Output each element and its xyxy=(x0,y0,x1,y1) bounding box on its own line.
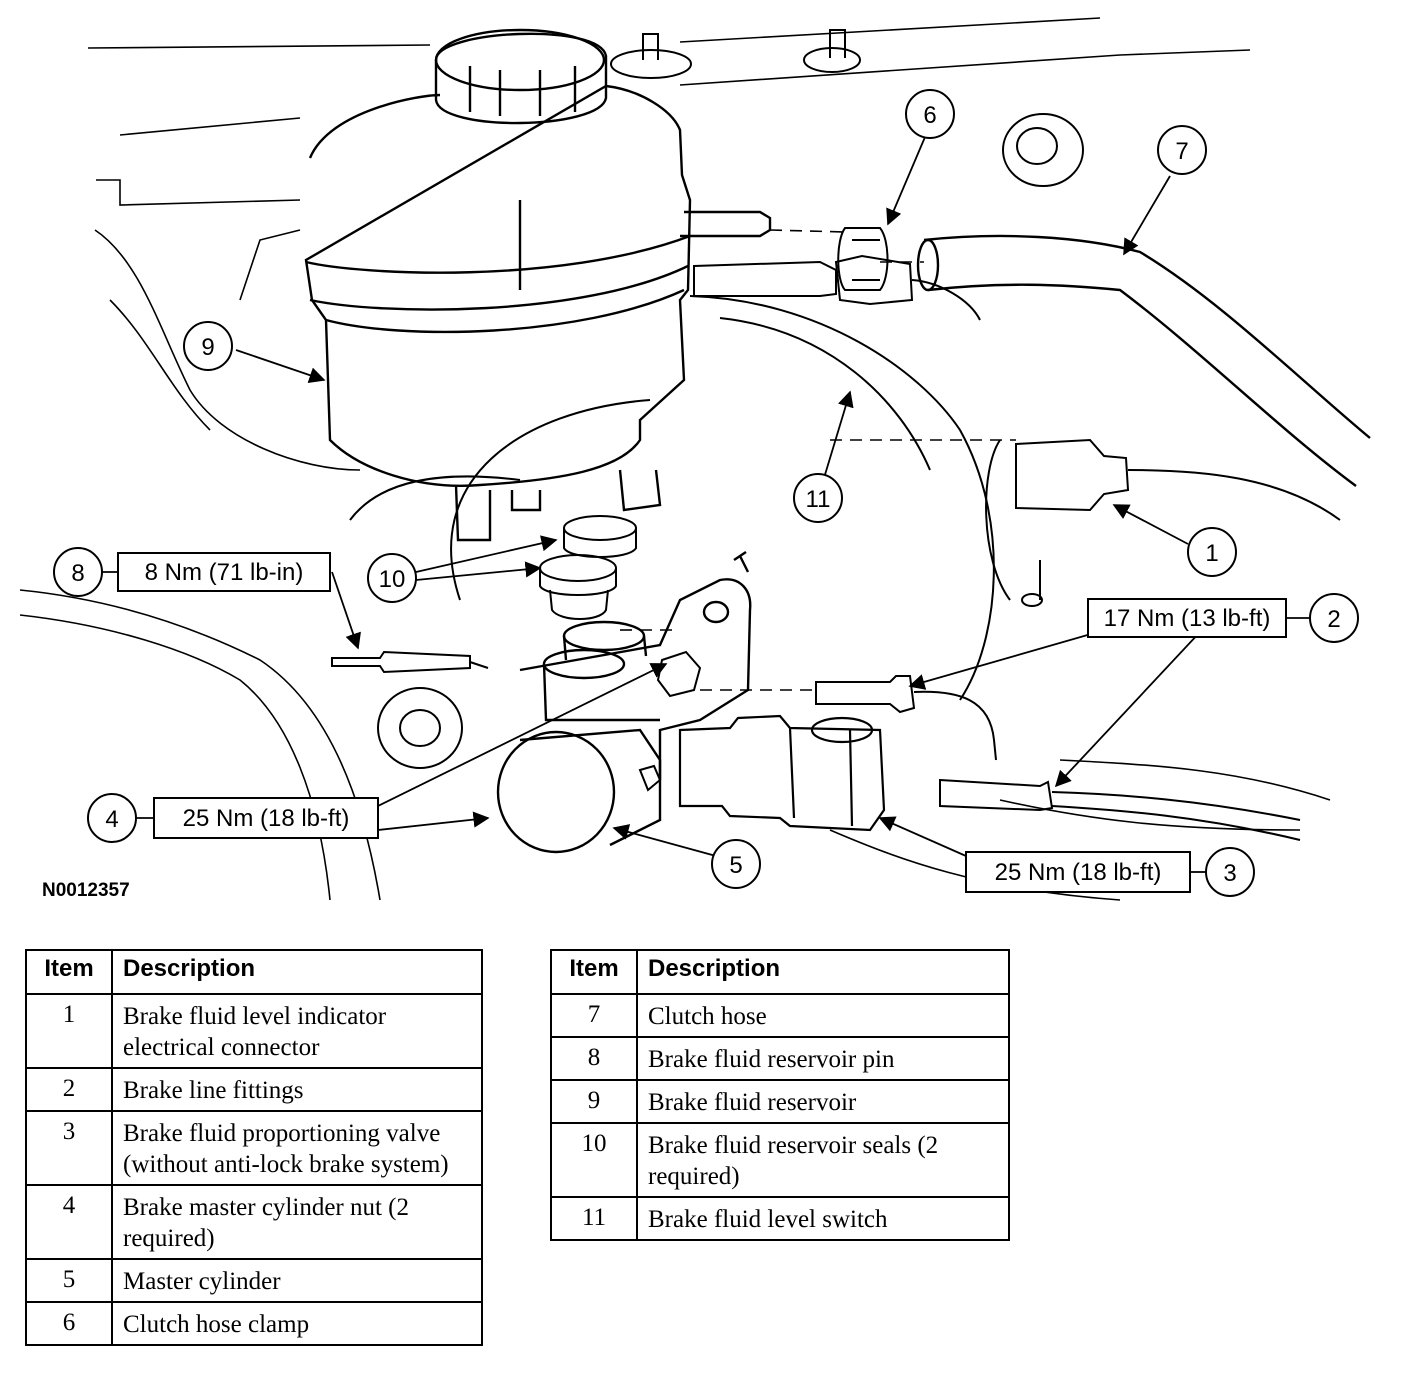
legend-item-description: Clutch hose xyxy=(636,993,1010,1038)
callout-2: 2 xyxy=(1309,593,1359,643)
callout-1: 1 xyxy=(1187,527,1237,577)
master-cylinder-nuts xyxy=(638,650,702,792)
callout-number-10: 10 xyxy=(379,566,406,593)
torque-label-2: 17 Nm (13 lb-ft) xyxy=(1104,605,1271,632)
callout-number-11: 11 xyxy=(806,486,831,513)
brake-booster xyxy=(349,295,995,701)
torque-box-8: 8 Nm (71 lb-in) xyxy=(117,552,331,592)
body-panel-lines xyxy=(19,17,1331,901)
legend-row: 7 Clutch hose xyxy=(550,993,1010,1038)
legend-item-number: 11 xyxy=(550,1196,638,1241)
legend-item-description: Brake fluid reservoir xyxy=(636,1079,1010,1124)
legend-header-description: Description xyxy=(111,949,483,995)
reservoir-seals xyxy=(539,515,637,620)
callout-number-9: 9 xyxy=(201,334,214,361)
exploded-view-illustration: 8 Nm (71 lb-in) 17 Nm (13 lb-ft) 25 Nm (… xyxy=(19,17,1371,901)
legend-item-number: 6 xyxy=(25,1301,113,1346)
callout-6: 6 xyxy=(905,89,955,139)
figure-id: N0012357 xyxy=(42,880,130,901)
centerlines xyxy=(620,229,1016,691)
legend-item-description: Brake fluid reservoir seals (2 required) xyxy=(636,1122,1010,1198)
legend-item-description: Clutch hose clamp xyxy=(111,1301,483,1346)
level-indicator-connector xyxy=(985,438,1341,607)
legend-item-number: 1 xyxy=(25,993,113,1069)
legend-item-description: Brake fluid level switch xyxy=(636,1196,1010,1241)
legend-item-number: 2 xyxy=(25,1067,113,1112)
level-switch xyxy=(693,254,981,321)
callout-number-4: 4 xyxy=(105,806,118,833)
legend-row: 11 Brake fluid level switch xyxy=(550,1196,1010,1241)
callout-number-5: 5 xyxy=(729,852,742,879)
legend-item-number: 8 xyxy=(550,1036,638,1081)
callout-11: 11 xyxy=(793,473,843,523)
clutch-hose-clamp xyxy=(837,227,889,291)
callout-4: 4 xyxy=(87,793,137,843)
legend-table-left: Item Description 1 Brake fluid level ind… xyxy=(25,949,483,1346)
legend-row: 2 Brake line fittings xyxy=(25,1067,483,1112)
callout-number-2: 2 xyxy=(1327,606,1340,633)
reservoir-pin xyxy=(331,650,489,674)
callout-3: 3 xyxy=(1205,847,1255,897)
legend-item-number: 4 xyxy=(25,1184,113,1260)
legend-item-description: Brake fluid proportioning valve (without… xyxy=(111,1110,483,1186)
torque-label-4: 25 Nm (18 lb-ft) xyxy=(183,805,350,832)
legend-item-description: Brake fluid level indicator electrical c… xyxy=(111,993,483,1069)
torque-box-4: 25 Nm (18 lb-ft) xyxy=(153,797,379,839)
callout-7: 7 xyxy=(1157,125,1207,175)
torque-box-3: 25 Nm (18 lb-ft) xyxy=(965,851,1191,893)
body-grommets xyxy=(377,29,1084,769)
legend-row: 8 Brake fluid reservoir pin xyxy=(550,1036,1010,1081)
legend-row: 6 Clutch hose clamp xyxy=(25,1301,483,1346)
legend-table-right: Item Description 7 Clutch hose 8 Brake f… xyxy=(550,949,1010,1241)
legend-header-item: Item xyxy=(550,949,638,995)
proportioning-valve xyxy=(678,714,886,832)
legend-row: 10 Brake fluid reservoir seals (2 requir… xyxy=(550,1122,1010,1198)
torque-label-8: 8 Nm (71 lb-in) xyxy=(145,559,304,586)
legend-item-description: Brake master cylinder nut (2 required) xyxy=(111,1184,483,1260)
legend-item-number: 10 xyxy=(550,1122,638,1198)
callout-10: 10 xyxy=(367,553,417,603)
torque-box-2: 17 Nm (13 lb-ft) xyxy=(1087,598,1287,638)
legend-item-number: 7 xyxy=(550,993,638,1038)
callout-number-6: 6 xyxy=(923,102,936,129)
legend-row: 9 Brake fluid reservoir xyxy=(550,1079,1010,1124)
legend-item-description: Brake line fittings xyxy=(111,1067,483,1112)
callout-number-7: 7 xyxy=(1175,138,1188,165)
legend-row: 5 Master cylinder xyxy=(25,1258,483,1303)
torque-label-3: 25 Nm (18 lb-ft) xyxy=(995,859,1162,886)
legend-header-description: Description xyxy=(636,949,1010,995)
callout-number-8: 8 xyxy=(71,560,84,587)
legend-header-row: Item Description xyxy=(550,949,1010,995)
brake-fluid-reservoir xyxy=(304,28,772,542)
callout-8: 8 xyxy=(53,547,103,597)
legend-item-number: 3 xyxy=(25,1110,113,1186)
legend-item-description: Master cylinder xyxy=(111,1258,483,1303)
callout-9: 9 xyxy=(183,321,233,371)
legend-row: 1 Brake fluid level indicator electrical… xyxy=(25,993,483,1069)
legend-item-number: 9 xyxy=(550,1079,638,1124)
master-cylinder xyxy=(496,551,752,854)
legend-row: 3 Brake fluid proportioning valve (witho… xyxy=(25,1110,483,1186)
legend-item-description: Brake fluid reservoir pin xyxy=(636,1036,1010,1081)
callout-number-3: 3 xyxy=(1223,860,1236,887)
legend-header-row: Item Description xyxy=(25,949,483,995)
callout-number-1: 1 xyxy=(1205,540,1218,567)
brake-line-fittings xyxy=(815,675,1301,841)
legend-header-item: Item xyxy=(25,949,113,995)
clutch-hose xyxy=(916,234,1371,487)
legend-row: 4 Brake master cylinder nut (2 required) xyxy=(25,1184,483,1260)
leader-lines xyxy=(100,129,1310,873)
legend-item-number: 5 xyxy=(25,1258,113,1303)
callout-5: 5 xyxy=(711,839,761,889)
